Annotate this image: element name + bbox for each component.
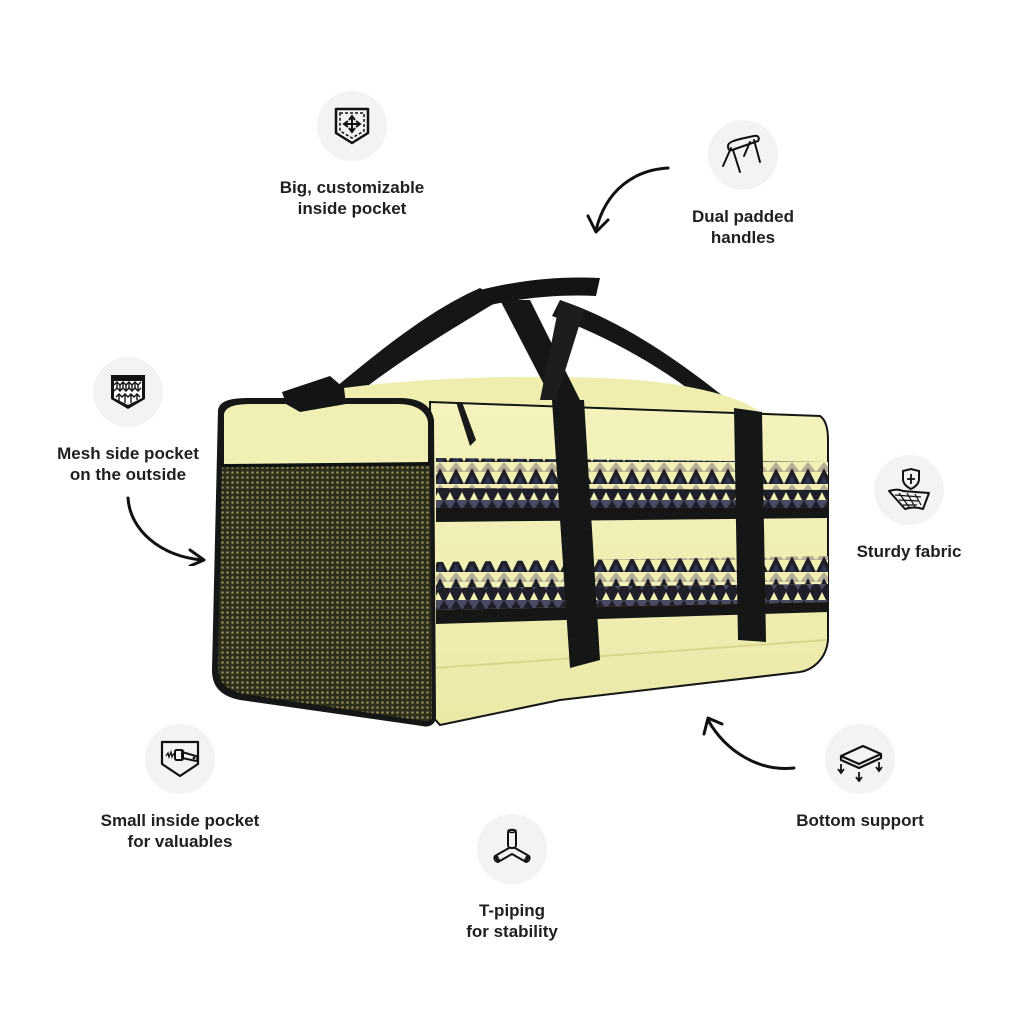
arrow-to-mesh-pocket <box>126 496 206 566</box>
mesh-pocket-icon <box>111 375 145 409</box>
arrow-to-bottom <box>702 716 796 771</box>
arrow-to-handles <box>586 166 670 234</box>
feature-bottom-support: Bottom support <box>780 724 940 831</box>
feature-label-line2: inside pocket <box>297 199 407 218</box>
feature-label-line2: for stability <box>466 922 558 941</box>
zipper-pocket-icon <box>160 740 200 778</box>
t-piping-icon <box>493 828 531 863</box>
padded-handle-icon <box>722 134 761 173</box>
feature-mesh-pocket: Mesh side pocket on the outside <box>28 357 228 485</box>
bottom-support-icon <box>837 744 883 782</box>
feature-label-line1: Small inside pocket <box>100 811 260 830</box>
feature-label-line2: for valuables <box>127 832 233 851</box>
feature-handles: Dual padded handles <box>658 120 828 248</box>
feature-label-line1: Mesh side pocket <box>57 444 199 463</box>
pocket-expand-icon <box>334 107 370 145</box>
feature-label-line2: on the outside <box>69 465 187 484</box>
feature-inside-pocket: Big, customizable inside pocket <box>252 91 452 219</box>
feature-small-pocket: Small inside pocket for valuables <box>80 724 280 852</box>
feature-fabric: Sturdy fabric <box>844 455 974 562</box>
feature-label-line1: Big, customizable <box>279 178 425 197</box>
feature-label-line1: Dual padded <box>691 207 794 226</box>
feature-label-line1: Sturdy fabric <box>856 542 962 561</box>
feature-label-line1: T-piping <box>478 901 546 920</box>
shield-fabric-icon <box>888 467 930 510</box>
feature-t-piping: T-piping for stability <box>432 814 592 942</box>
feature-label-line2: handles <box>710 228 776 247</box>
feature-label-line1: Bottom support <box>796 811 924 830</box>
